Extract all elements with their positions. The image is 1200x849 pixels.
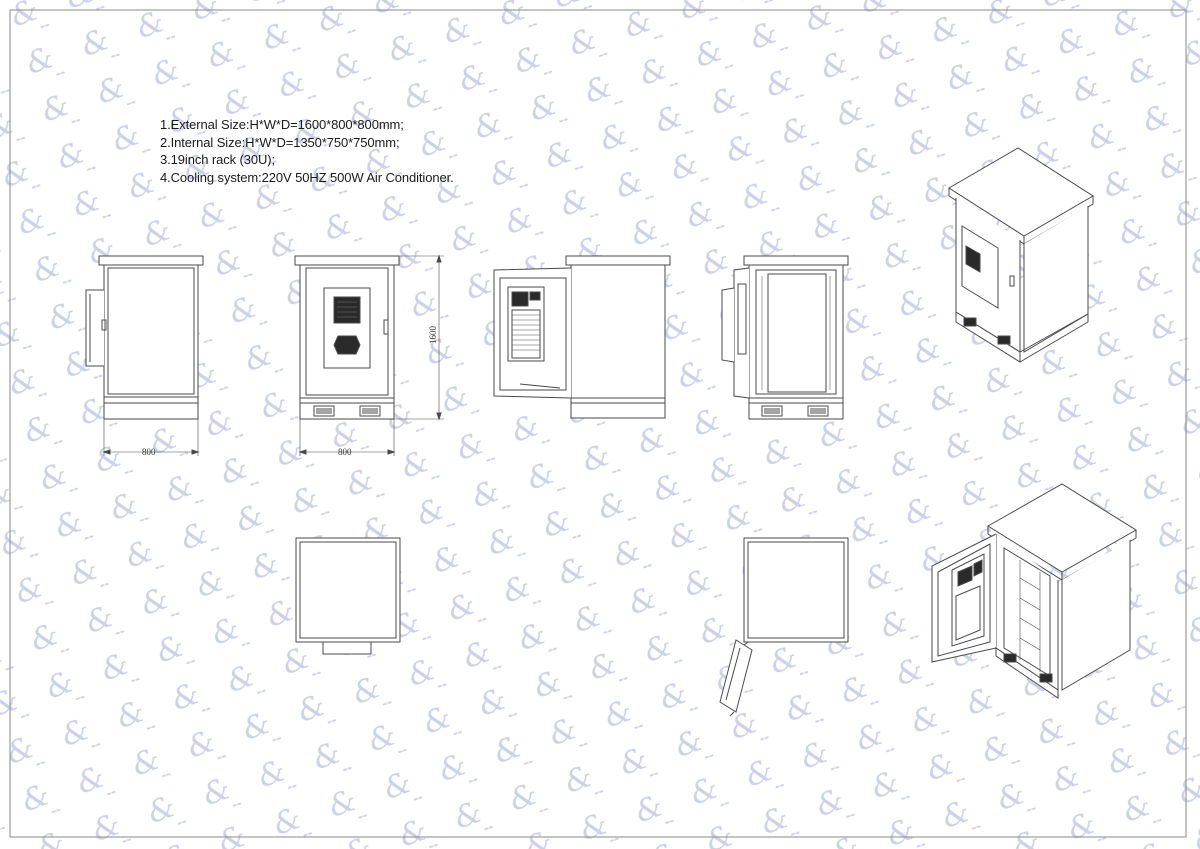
side-width-dimension: 800	[142, 447, 156, 457]
front-height-dimension: 1600	[428, 326, 438, 345]
spec-internal-size: 2.Internal Size:H*W*D=1350*750*750mm;	[160, 134, 400, 150]
spec-rack: 3.19inch rack (30U);	[160, 152, 276, 167]
side-view-cabinet	[85, 255, 204, 456]
isometric-open-cabinet	[931, 483, 1137, 699]
top-view-cabinet	[295, 537, 401, 655]
spec-cooling-system: 4.Cooling system:220V 50HZ 500W Air Cond…	[160, 169, 454, 185]
front-view-cabinet	[294, 254, 444, 456]
top-view-door-open-cabinet	[719, 537, 849, 717]
interior-view-cabinet	[721, 255, 849, 420]
door-open-view-cabinet	[493, 255, 671, 419]
front-width-dimension: 800	[338, 447, 352, 457]
drawing-frame	[9, 9, 1187, 838]
specification-list: 1.External Size:H*W*D=1600*800*800mm; 2.…	[160, 116, 454, 186]
isometric-closed-cabinet	[948, 147, 1094, 363]
spec-external-size: 1.External Size:H*W*D=1600*800*800mm;	[160, 117, 404, 132]
